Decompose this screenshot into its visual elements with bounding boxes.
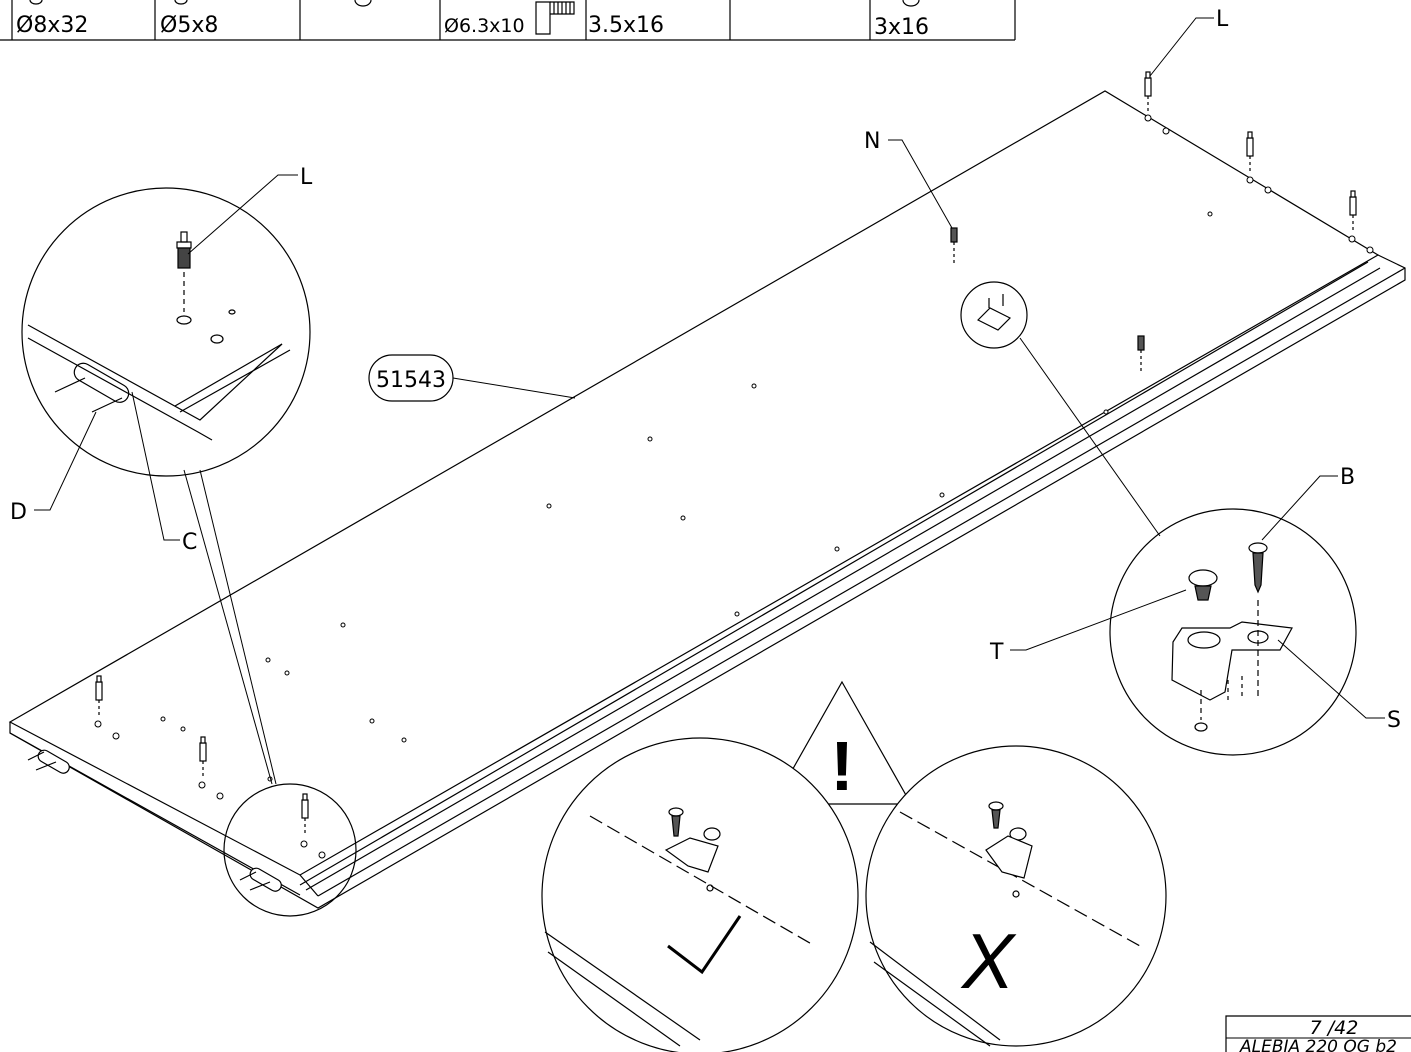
detail-circle-small: [960, 281, 1028, 349]
label-s: S: [1387, 708, 1401, 733]
label-d: D: [10, 500, 27, 525]
wrong-example-circle: [865, 745, 1167, 1047]
parts-table: [0, 0, 1016, 41]
wrong-mark: X: [960, 917, 1017, 1005]
bracket-correct-icon: [664, 807, 721, 892]
pin-fasteners: [95, 71, 1357, 834]
page-number: 7 /42: [1310, 1017, 1359, 1039]
screw-b-icon: [1248, 542, 1268, 700]
warning-triangle: !: [771, 680, 913, 805]
label-c: C: [182, 530, 197, 555]
warning-symbol: !: [830, 727, 853, 805]
part-size-3: Ø6.3x10: [444, 15, 525, 37]
detail-circle-corner: [223, 783, 357, 917]
pin-icon: [1144, 71, 1152, 112]
label-b: B: [1340, 465, 1355, 490]
label-l-top: L: [1216, 7, 1229, 32]
bracket-wrong-icon: [985, 801, 1033, 898]
label-t: T: [989, 640, 1004, 665]
dowel-n-icon: [1137, 335, 1145, 372]
dowel-icon: [535, 1, 575, 35]
part-number-callout: [368, 354, 576, 402]
page-footer-box: [1225, 1015, 1411, 1052]
pin-icon: [1246, 131, 1254, 172]
edge-connectors: [27, 749, 282, 892]
part-size-4: 3.5x16: [588, 13, 664, 38]
part-size-1: Ø8x32: [16, 13, 88, 38]
pin-icon: [199, 736, 207, 777]
dowel-n-icon: [950, 227, 958, 266]
panel-holes: [94, 114, 1374, 859]
pin-icon: [1349, 190, 1357, 231]
pin-icon: [95, 675, 103, 716]
correct-example-circle: [541, 737, 859, 1052]
part-number: 51543: [376, 368, 446, 393]
model-name: ALEBIA 220 OG b2: [1239, 1037, 1397, 1052]
detail-circle-right: [1109, 508, 1357, 756]
panel: [8, 90, 1406, 909]
leader-lines: [34, 17, 1385, 785]
part-size-5: 3x16: [874, 15, 929, 40]
label-l-left: L: [300, 165, 313, 190]
screw-t-icon: [1188, 569, 1218, 601]
detail-circle-left: [21, 187, 311, 477]
label-n: N: [864, 129, 880, 154]
pin-icon: [176, 231, 192, 312]
part-size-2: Ø5x8: [160, 13, 218, 38]
pin-icon: [301, 793, 309, 834]
